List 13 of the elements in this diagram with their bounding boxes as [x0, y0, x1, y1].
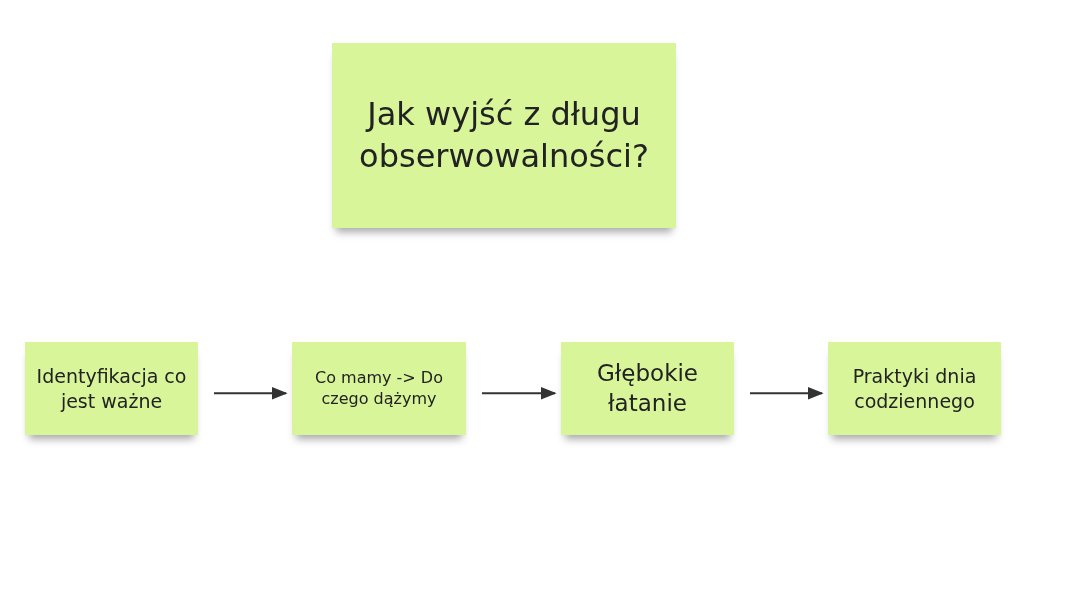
sticky-note: [828, 342, 1001, 435]
sticky-note: [561, 342, 734, 435]
sticky-note: [292, 342, 466, 435]
note-text: Identyfikacja co jest ważne: [35, 363, 188, 414]
note-text: Co mamy -> Do czego dążymy: [314, 367, 444, 410]
note-text: Głębokie łatanie: [595, 358, 699, 418]
arrow: [213, 386, 288, 400]
arrow: [481, 386, 557, 400]
note-text: Praktyki dnia codziennego: [851, 363, 978, 414]
arrow: [749, 386, 824, 400]
sticky-note: [25, 342, 198, 435]
sticky-note: [332, 43, 676, 228]
note-text: Jak wyjść z długu obserwowalności?: [359, 93, 649, 177]
